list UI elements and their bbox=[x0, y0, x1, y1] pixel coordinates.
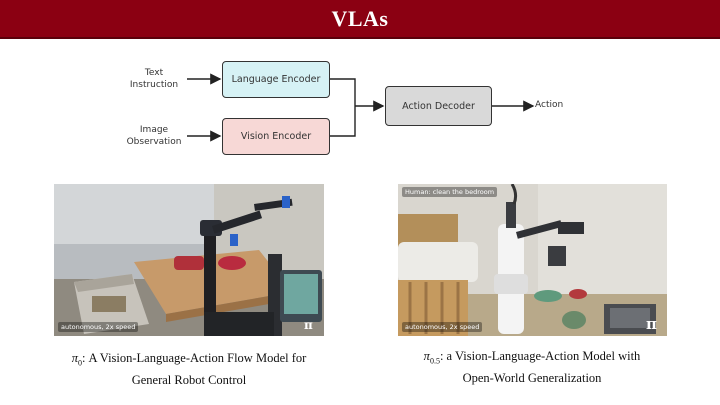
image-observation-label: Image Observation bbox=[126, 125, 182, 147]
pi05-robot-photo: Human: clean the bedroom autonomous, 2x … bbox=[398, 184, 667, 336]
pi05-caption-line1: π0.5: a Vision-Language-Action Model wit… bbox=[423, 349, 641, 366]
pi05-instruction-overlay: Human: clean the bedroom bbox=[402, 187, 498, 197]
action-decoder-box: Action Decoder bbox=[385, 86, 492, 126]
slide-title-bar: VLAs bbox=[0, 0, 720, 37]
title-divider bbox=[0, 37, 720, 39]
language-encoder-box: Language Encoder bbox=[222, 61, 330, 98]
pi0-caption: π0: A Vision-Language-Action Flow Model … bbox=[30, 350, 348, 388]
pi0-caption-line2: General Robot Control bbox=[131, 372, 247, 387]
vision-encoder-box: Vision Encoder bbox=[222, 118, 330, 155]
text-instruction-label: Text Instruction bbox=[129, 68, 179, 90]
pi0-overlay-label: autonomous, 2x speed bbox=[58, 322, 139, 332]
action-output-label: Action bbox=[535, 100, 564, 110]
pi0-scene-illustration bbox=[54, 184, 324, 336]
connector-encoders-merge bbox=[330, 78, 356, 137]
pi05-caption: π0.5: a Vision-Language-Action Model wit… bbox=[372, 348, 692, 386]
pi05-caption-line2: Open-World Generalization bbox=[462, 370, 602, 385]
pi0-robot-photo: autonomous, 2x speed π bbox=[54, 184, 324, 336]
pi0-caption-line1: π0: A Vision-Language-Action Flow Model … bbox=[71, 351, 307, 368]
slide-title: VLAs bbox=[331, 5, 389, 31]
vla-architecture-diagram: Text Instruction Image Observation Langu… bbox=[0, 40, 720, 180]
pi-logo-icon: π bbox=[304, 318, 313, 332]
pi05-overlay-label: autonomous, 2x speed bbox=[402, 322, 483, 332]
diagram-connectors bbox=[187, 73, 535, 142]
pi05-scene-illustration bbox=[398, 184, 667, 336]
pi-logo-icon: π bbox=[646, 315, 657, 333]
